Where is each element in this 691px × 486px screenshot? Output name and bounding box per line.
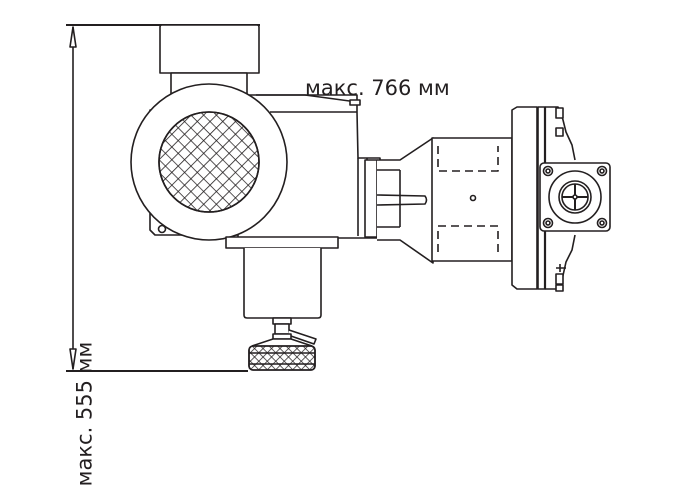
coupling-adapter <box>364 137 434 264</box>
gear-cylinder <box>431 137 513 262</box>
width-dimension-label: макс. 766 мм <box>305 76 450 100</box>
square-connector <box>539 162 611 232</box>
height-dimension-label: макс. 555 мм <box>72 341 97 486</box>
actuator-drawing <box>66 24 611 372</box>
motor-fan-cover <box>130 83 288 241</box>
handwheel-assembly <box>225 236 339 371</box>
